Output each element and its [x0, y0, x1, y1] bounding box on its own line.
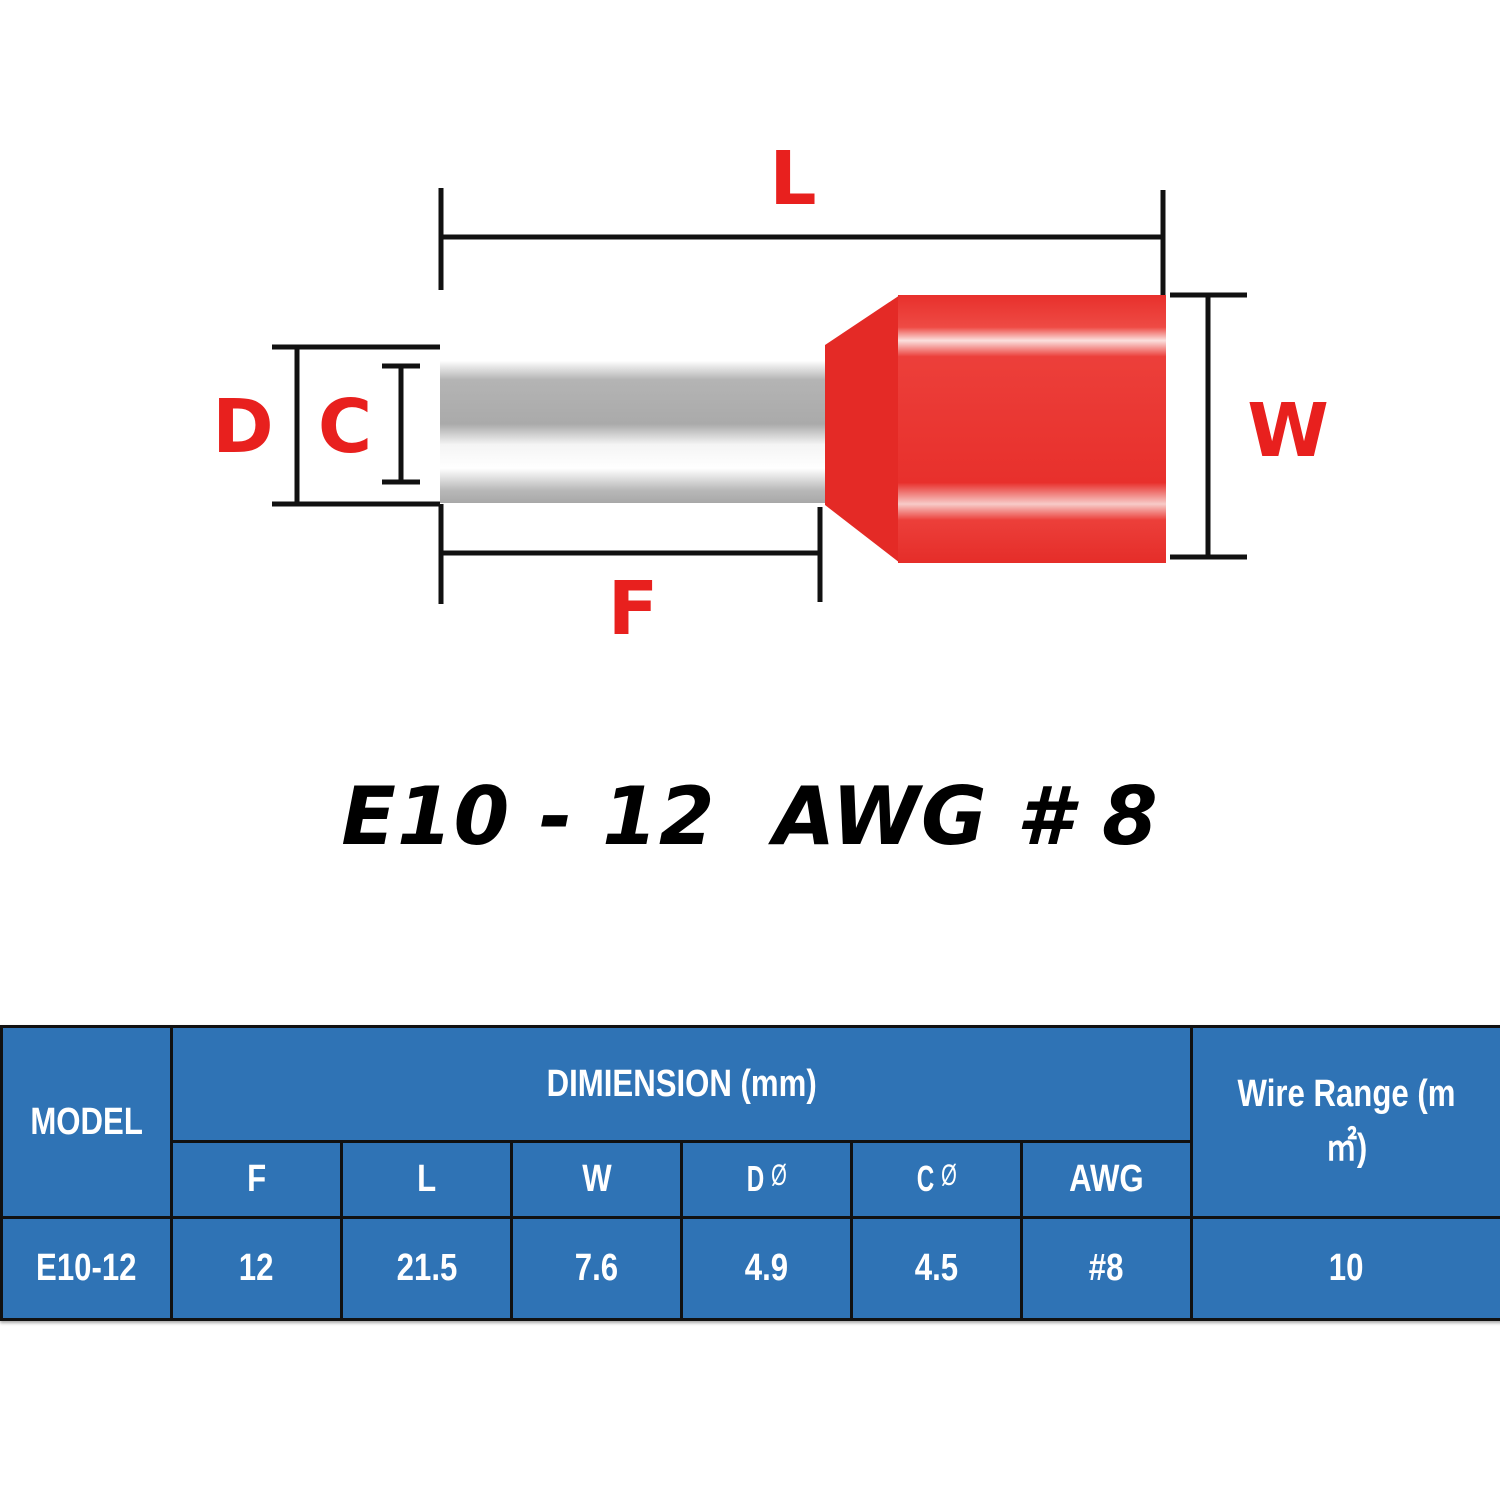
label-D: D [212, 384, 273, 470]
dimension-lines [272, 188, 1247, 604]
insulation-collar-cone [825, 295, 900, 563]
header-wire-range: Wire Range (m㎡) [1190, 1025, 1500, 1219]
header-F: F [170, 1140, 343, 1219]
header-L: L [340, 1140, 513, 1219]
label-C: C [318, 384, 372, 470]
spec-table: MODEL DIMIENSION (mm) Wire Range (m㎡) F … [0, 1025, 1500, 1321]
cell-F: 12 [170, 1216, 343, 1321]
diameter-icon: Ø [770, 1159, 787, 1192]
table-row: E10-12 12 21.5 7.6 4.9 4.5 #8 10 [0, 1216, 1500, 1321]
cell-W: 7.6 [510, 1216, 683, 1321]
cell-L: 21.5 [340, 1216, 513, 1321]
label-W: W [1247, 388, 1329, 474]
header-AWG: AWG [1019, 1140, 1194, 1219]
cell-wire-range: 10 [1190, 1216, 1500, 1321]
cell-D: 4.9 [680, 1216, 853, 1321]
header-dimension-group: DIMIENSION (mm) [169, 1025, 1194, 1143]
insulation-collar-body [898, 295, 1166, 563]
label-F: F [608, 566, 659, 652]
table-header-row: MODEL DIMIENSION (mm) Wire Range (m㎡) [0, 1025, 1500, 1219]
product-title: E10 - 12 AWG # 8 [341, 770, 1159, 863]
cell-AWG: #8 [1019, 1216, 1194, 1321]
label-L: L [769, 136, 816, 222]
ferrule-dimension-diagram: L W D C F [212, 136, 1329, 652]
metal-tube [440, 345, 825, 503]
cell-model: E10-12 [0, 1216, 173, 1321]
header-W: W [510, 1140, 683, 1219]
header-model: MODEL [0, 1025, 173, 1219]
cell-C: 4.5 [850, 1216, 1023, 1321]
diameter-icon: Ø [940, 1159, 957, 1192]
